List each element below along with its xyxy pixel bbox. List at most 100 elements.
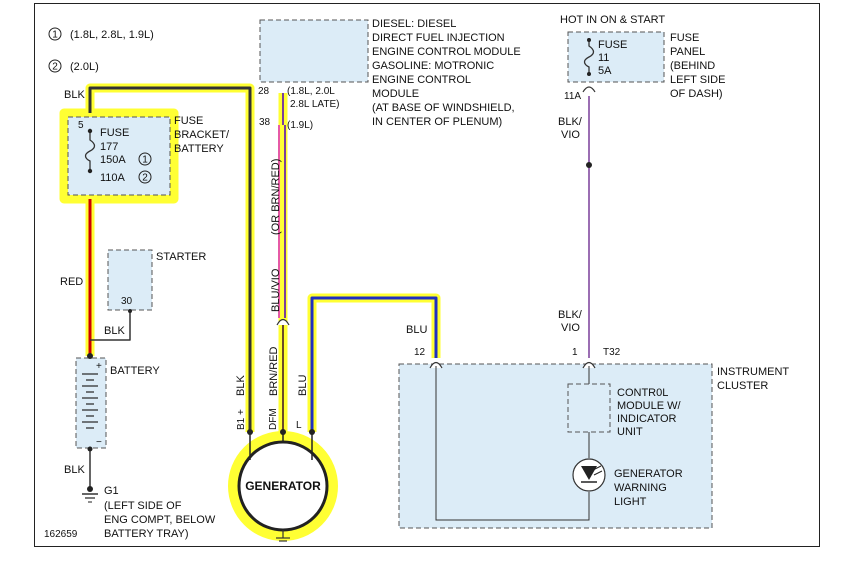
ground-g1: G1 (LEFT SIDE OF ENG COMPT, BELOW BATTER… (82, 485, 216, 540)
generator: GENERATOR B1 + DFM L BLK BRN/RED BLU (235, 346, 329, 542)
fuse-panel-desc-1: FUSE (670, 32, 699, 44)
cluster-pin-12: 12 (414, 347, 426, 358)
cluster-box (398, 363, 713, 529)
fuse-terminal-top (87, 128, 93, 134)
starter-label: STARTER (156, 251, 206, 263)
fuse-panel-desc-2: PANEL (670, 46, 705, 58)
warning-light-label-3: LIGHT (614, 496, 647, 508)
battery-label: BATTERY (110, 365, 160, 377)
fuse-bracket-amp1: 150A (100, 154, 126, 166)
legend-note2-circle (48, 59, 62, 73)
diagram-id: 162659 (44, 529, 78, 540)
battery-negative-node (87, 446, 93, 452)
ground-node (87, 486, 93, 492)
ground-desc-1: (LEFT SIDE OF (104, 500, 182, 512)
battery-plus-sign: + (96, 361, 102, 372)
blu-wire-generator-to-cluster (310, 296, 438, 432)
fuse-bracket-marker1-circle (138, 152, 152, 166)
fuse-bracket-amp2: 110A (100, 172, 126, 184)
cluster-pin-12-connector (429, 361, 443, 369)
generator-term-dfm-label: DFM (268, 408, 279, 430)
blk-vio-splice-node (586, 162, 592, 168)
splice-connector (276, 318, 290, 326)
fuse-bracket-wire-label: BLK (64, 89, 85, 101)
fuse-bracket-highlight (59, 108, 179, 204)
control-module-label-3: INDICATOR (617, 413, 677, 425)
fuse-panel-fuse-amp: 5A (598, 65, 612, 77)
wires (88, 86, 590, 487)
warning-light-icon (572, 458, 606, 492)
ground-desc-2: ENG COMPT, BELOW (104, 514, 216, 526)
cluster-desc-1: INSTRUMENT (717, 366, 789, 378)
blk-wire-fuse-to-generator (88, 86, 252, 432)
generator-terminal-b (247, 429, 253, 435)
blu-vio-label: BLU/VIO (270, 268, 282, 312)
legend-note2-text: (2.0L) (70, 61, 99, 73)
cluster-connector: T32 (603, 347, 621, 358)
control-module-label-1: CONTR0L (617, 387, 668, 399)
hot-in-label: HOT IN ON & START (560, 14, 665, 26)
fuse-symbol (84, 130, 96, 170)
battery-box (75, 357, 107, 449)
battery-cells (82, 373, 98, 429)
ecm-pin-28-note-1: (1.8L, 2.0L (287, 86, 335, 97)
generator-ground-icon (276, 530, 290, 542)
ecm-box (259, 19, 369, 83)
ecm-desc-1: DIESEL: DIESEL (372, 18, 456, 30)
blk-ground-wire-label: BLK (64, 464, 85, 476)
ecm-desc-6: MODULE (372, 88, 419, 100)
starter-pin: 30 (121, 296, 133, 307)
fuse-panel-fuse-symbol (583, 38, 595, 74)
ecm-desc-5: ENGINE CONTROL (372, 74, 471, 86)
fuse-panel-fuse-num: 11 (598, 52, 609, 64)
blk-vio-low-label-1: BLK/ (558, 309, 583, 321)
ground-label: G1 (104, 485, 119, 497)
fuse-panel: HOT IN ON & START FUSE 11 5A FUSE PANEL … (560, 14, 725, 102)
fuse-bracket-pin: 5 (78, 120, 84, 131)
instrument-cluster: 12 1 T32 INSTRUMENT CLUSTER CONTR0L MODU… (398, 347, 789, 529)
battery-minus-sign: − (96, 437, 102, 448)
fuse-panel-terminal: 11A (564, 91, 581, 102)
ecm-desc-3: ENGINE CONTROL MODULE (372, 46, 521, 58)
fuse-panel-box (567, 31, 665, 83)
fuse-panel-connector (582, 86, 596, 93)
fuse-bracket-marker2: 2 (142, 173, 148, 184)
control-module-label-4: UNIT (617, 426, 643, 438)
starter-terminal (128, 309, 132, 313)
fuse-bracket-desc-2: BRACKET/ (174, 129, 230, 141)
fuse-panel-desc-5: OF DASH) (670, 88, 723, 100)
generator-label: GENERATOR (245, 479, 321, 493)
fuse-bracket-desc-3: BATTERY (174, 143, 224, 155)
generator-blu-wire-label: BLU (297, 375, 309, 396)
blu-top-label: BLU (406, 324, 427, 336)
fuse-panel-fuse-word: FUSE (598, 39, 627, 51)
red-wire-label: RED (60, 276, 83, 288)
blk-starter-wire-label: BLK (104, 325, 125, 337)
or-brn-red-label: (OR BRN/RED) (270, 159, 282, 235)
fuse-panel-terminal-top (587, 38, 591, 42)
control-module-box (567, 383, 611, 433)
fuse-bracket-fuse-word: FUSE (100, 127, 129, 139)
ecm-desc-2: DIRECT FUEL INJECTION (372, 32, 505, 44)
legend-note1-marker: 1 (52, 30, 58, 41)
generator-terminal-dfm (280, 429, 286, 435)
warning-light-label-2: WARNING (614, 482, 667, 494)
ecm-desc-4: GASOLINE: MOTRONIC (372, 60, 494, 72)
generator-term-l-label: L (296, 420, 302, 431)
ecm-desc-8: IN CENTER OF PLENUM) (372, 116, 502, 128)
warning-light-label-1: GENERATOR (614, 468, 683, 480)
legend-note2-marker: 2 (52, 62, 58, 73)
fuse-bracket-fuse-num: 177 (100, 141, 118, 153)
cluster-desc-2: CLUSTER (717, 380, 768, 392)
battery-positive-node (87, 353, 93, 359)
fuse-panel-desc-3: (BEHIND (670, 60, 715, 72)
battery: + − BATTERY (75, 353, 160, 452)
ground-desc-3: BATTERY TRAY) (104, 528, 189, 540)
generator-brn-red-wire-label: BRN/RED (268, 346, 280, 396)
ecm-pin-38-note: (1.9L) (287, 120, 313, 131)
fuse-bracket: BLK 5 FUSE 177 150A 1 110A 2 FUSE BRACKE… (64, 89, 230, 196)
fuse-bracket-desc-1: FUSE (174, 115, 203, 127)
legend-note1-circle (48, 27, 62, 41)
blk-vio-top-label-1: BLK/ (558, 116, 583, 128)
